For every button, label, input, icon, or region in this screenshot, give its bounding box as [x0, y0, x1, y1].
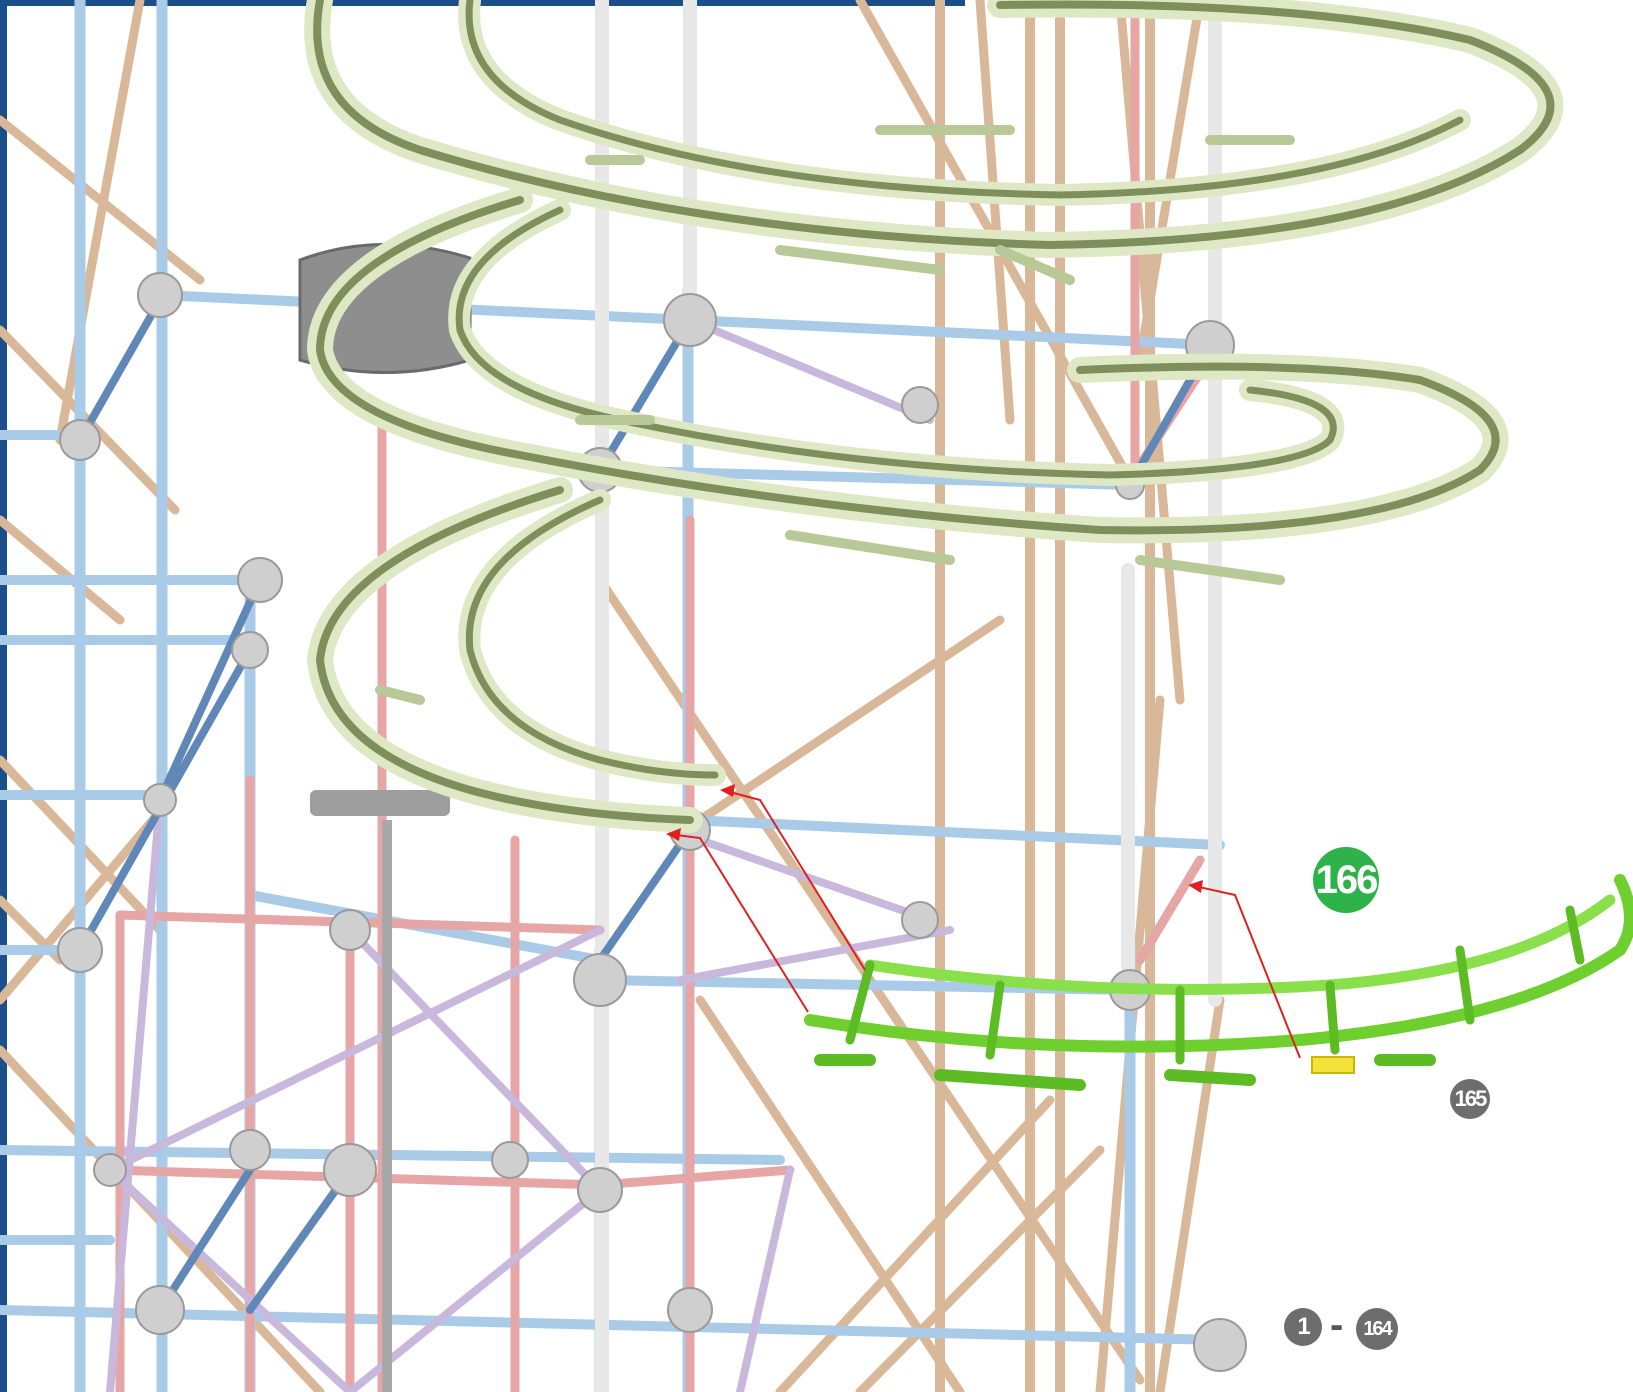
spiral-track	[304, 0, 1564, 833]
frame-border-left	[0, 0, 7, 1392]
previous-range-separator: -	[1330, 1303, 1344, 1347]
arrowheads	[666, 784, 1203, 893]
track-supports	[375, 125, 1295, 705]
step-number-badge: 166	[1313, 847, 1379, 913]
previous-range-end-badge: 164	[1356, 1308, 1398, 1350]
new-track-segment	[804, 874, 1633, 1091]
previous-range-start-badge: 1	[1284, 1308, 1322, 1346]
white-posts	[595, 0, 1222, 1392]
frame-border-top	[0, 0, 965, 6]
sub-step-badge: 165	[1450, 1079, 1490, 1119]
